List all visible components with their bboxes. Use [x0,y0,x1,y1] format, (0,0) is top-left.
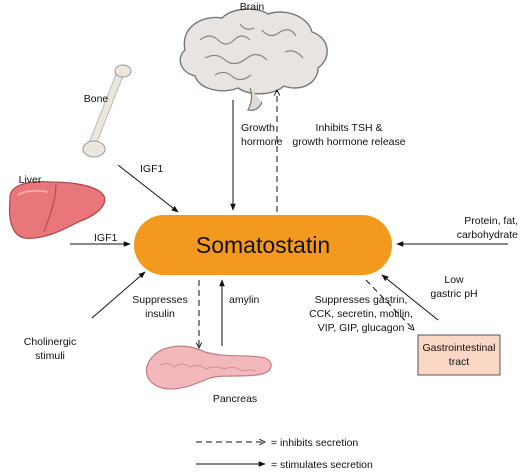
insulin-line1: Suppresses [132,294,187,306]
gastric-ph-line1: Low [444,274,464,286]
gastric-ph-line2: gastric pH [430,288,477,300]
somatostatin-label: Somatostatin [196,232,330,258]
gi-effects-line1: Suppresses gastrin, [315,294,408,306]
bone-label: Bone [84,93,109,105]
gi-effects-line2: CCK, secretin, motilin, [309,308,413,320]
bone-igf1-arrow [117,164,179,213]
brain-label: Brain [240,1,265,13]
cholinergic-line1: Cholinergic [24,336,77,348]
cholinergic-line2: stimuli [35,350,65,362]
amylin-label: amylin [229,294,260,306]
liver-igf1-label: IGF1 [94,232,117,244]
growth-hormone-line2: hormone [241,136,283,148]
liver-illustration [8,180,106,239]
cholinergic-arrow [91,271,146,319]
nutrients-line2: carbohydrate [457,229,518,241]
bone-igf1-label: IGF1 [140,163,163,175]
gastric-ph-arrow [381,274,439,321]
brain-illustration [179,8,328,111]
inhibits-brain-line1: Inhibits TSH & [316,122,383,134]
gi-tract-label-line2: tract [449,356,470,368]
gi-tract-label-line1: Gastrointestinal [423,342,496,354]
pancreas-label: Pancreas [213,393,257,405]
gi-effects-line3: VIP, GIP, glucagon [318,322,405,334]
inhibits-gi-arrow [365,279,414,330]
liver-label: Liver [19,174,42,186]
nutrients-line1: Protein, fat, [464,215,518,227]
growth-hormone-line1: Growth [241,122,275,134]
insulin-line2: insulin [145,308,175,320]
pancreas-illustration [145,345,272,390]
gi-tract-box [417,334,501,376]
inhibits-brain-line2: growth hormone release [292,136,405,148]
legend-inhibits-label: = inhibits secretion [271,437,358,449]
bone-illustration [82,64,132,158]
legend: = inhibits secretion = stimulates secret… [196,437,373,471]
legend-stimulates-label: = stimulates secretion [271,459,373,471]
somatostatin-node [134,215,392,275]
